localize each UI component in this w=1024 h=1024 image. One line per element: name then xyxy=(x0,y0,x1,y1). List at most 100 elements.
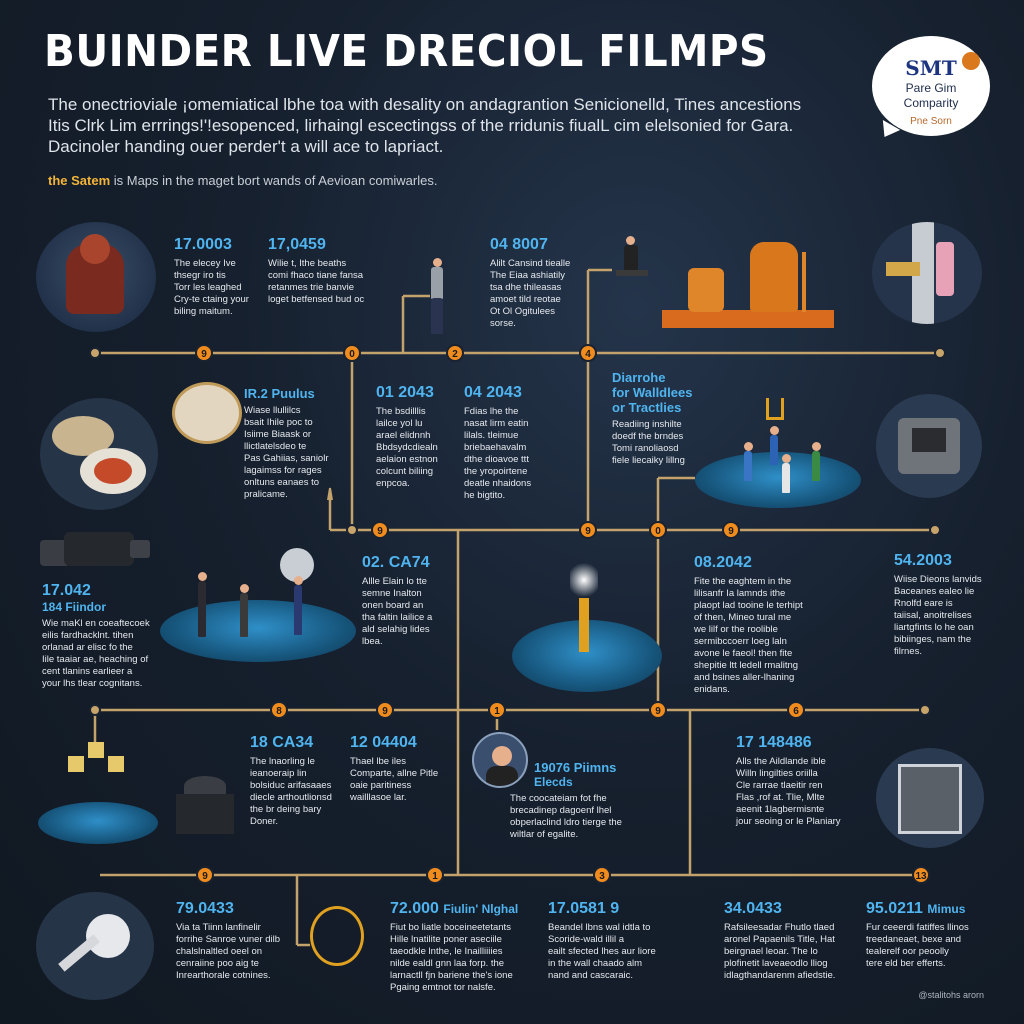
card-line: jour seoing or le Planiary xyxy=(736,816,841,827)
card-line: arael elidnnh xyxy=(376,430,431,441)
card-line: nilde ealdl gnn laa forp. the xyxy=(390,958,505,969)
card-year: 34.0433 xyxy=(724,900,782,917)
gear-icon xyxy=(310,906,364,966)
card-line: plofinetit laveaeodlo lliog xyxy=(724,958,828,969)
timeline-card: 04 2043 Fdias lhe the nasat lirm eatin l… xyxy=(464,384,531,502)
intro-line: Itis Clrk Lim errrings!'!esopenced, lirh… xyxy=(48,116,794,135)
food-plate-illustration xyxy=(40,398,158,510)
card-line: Via ta Tiinn lanfinelir xyxy=(176,922,261,933)
card-line: Wiase llullilcs xyxy=(244,405,301,416)
timeline-card: 72.000 Fiulin' Nlghal Fiut bo liatle boc… xyxy=(390,900,518,994)
card-text: Via ta Tiinn lanfinelir forrihe Sanroe v… xyxy=(176,922,280,982)
card-text: The lnaorling le ieanoeraip lin bolsiduc… xyxy=(250,756,332,828)
card-line: Wie maKl en coeaftecoek xyxy=(42,618,150,629)
subtitle-bold: the Satem xyxy=(48,173,111,188)
footer-credit: @stalitohs arorn xyxy=(918,990,984,1000)
card-line: Wiise Dieons lanvids xyxy=(894,574,982,585)
card-line: oaie paritiness xyxy=(350,780,412,791)
card-year: 04 8007 xyxy=(490,236,548,253)
card-line: Comparte, allne Pitle xyxy=(350,768,439,779)
timeline-card: 17.0003 The elecey Ive thsegr iro tis To… xyxy=(174,236,249,318)
group-figures xyxy=(738,398,848,508)
card-year: 18 CA34 xyxy=(250,734,314,751)
card-line: tere eld ber efferts. xyxy=(866,958,946,969)
timeline-node: 0 xyxy=(649,521,667,539)
timeline-node: 3 xyxy=(593,866,611,884)
card-line: deatle nhaidons xyxy=(464,478,532,489)
stage-platform xyxy=(695,452,861,508)
card-line: Torr les leaghed xyxy=(174,282,242,293)
timeline-node: 9 xyxy=(579,521,597,539)
card-line: lilals. tleimue xyxy=(464,430,519,441)
card-year: IR.2 Puulus xyxy=(244,386,315,401)
card-line: beirgnael leoar. The lo xyxy=(724,946,818,957)
card-line: Fdias lhe the xyxy=(464,406,519,417)
card-line: the yropoirtene xyxy=(464,466,528,477)
card-text: Wiise Dieons lanvids Baceanes ealeo lie … xyxy=(894,574,982,658)
timeline-node: 9 xyxy=(195,344,213,362)
card-text: Beandel lbns wal idtla to Scoride-wald i… xyxy=(548,922,656,982)
card-line: cent tlanins earlieer a xyxy=(42,666,133,677)
card-line: Cle rarrae tlaeitir ren xyxy=(736,780,823,791)
card-line: sermibccoerr loeg laln xyxy=(694,636,787,647)
card-line: Isiime Biaask or xyxy=(244,429,312,440)
card-line: Tomi ranoliaosd xyxy=(612,443,679,454)
card-year: 02. CA74 xyxy=(362,554,430,571)
timeline-card: 54.2003 Wiise Dieons lanvids Baceanes ea… xyxy=(894,552,982,658)
card-line: amoet tild reotae xyxy=(490,294,561,305)
card-line: shepitie ltt ledell rmalitng xyxy=(694,660,799,671)
card-line: eilis fardhacklnt. tihen xyxy=(42,630,134,641)
subtitle: the Satem is Maps in the maget bort wand… xyxy=(48,173,437,188)
cinema-camera-illustration xyxy=(876,394,982,498)
card-year: 17.042 xyxy=(42,582,91,599)
timeline-card: 95.0211 Mimus Fur ceeerdi fatiffes llino… xyxy=(866,900,969,970)
card-heading: or Tractlies xyxy=(612,400,682,415)
card-subtitle: Elecds xyxy=(534,775,573,789)
timeline-node: 1 xyxy=(426,866,444,884)
card-text: Wie maKl en coeaftecoek eilis fardhackln… xyxy=(42,618,150,690)
card-line: Ot Ol Ogitulees xyxy=(490,306,555,317)
stage-lights xyxy=(68,742,124,784)
card-line: lailce yol lu xyxy=(376,418,423,429)
intro-line: Dacinoler handing ouer perder't a will a… xyxy=(48,137,444,156)
card-line: onltuns eanaes to xyxy=(244,477,320,488)
card-line: retanmes trie banvie xyxy=(268,282,355,293)
timeline-endpoint xyxy=(89,704,101,716)
card-line: comi fhaco tiane fansa xyxy=(268,270,364,281)
logo-text-line: Comparity xyxy=(903,96,959,110)
card-year-suffix: Fiulin' Nlghal xyxy=(443,902,519,916)
card-line: diecle arthoutlionsd xyxy=(250,792,332,803)
card-line: Fite the eaghtem in the xyxy=(694,576,792,587)
logo-text-small: Pne Sorn xyxy=(910,116,952,127)
subtitle-rest: is Maps in the maget bort wands of Aevio… xyxy=(110,173,438,188)
card-line: taiisal, anoitrelises xyxy=(894,610,972,621)
card-line: ieanoeraip lin xyxy=(250,768,307,779)
seated-figure xyxy=(612,236,652,286)
card-line: Fiut bo liatle boceineetetants xyxy=(390,922,511,933)
card-line: Iile taaiar ae, heaching of xyxy=(42,654,149,665)
card-year: 01 2043 xyxy=(376,384,434,401)
card-line: Wilie t, Ithe beaths xyxy=(268,258,347,269)
timeline-card: 17 148486 Alls the Aildlande ible Willn … xyxy=(736,734,841,828)
card-line: tsa dhe thileasas xyxy=(490,282,562,293)
timeline-card: 02. CA74 Allle Elain lo tte semne Inalto… xyxy=(362,554,432,648)
card-text: Fite the eaghtem in the lilisanfr Ia lam… xyxy=(694,576,803,696)
film-reel-clapper-illustration xyxy=(36,892,154,1000)
timeline-node: 9 xyxy=(196,866,214,884)
card-line: bolsiduc arifasaaes xyxy=(250,780,332,791)
card-line: Alls the Aildlande ible xyxy=(736,756,826,767)
card-heading: Diarrohe xyxy=(612,370,666,385)
card-year: 72.000 Fiulin' Nlghal xyxy=(390,900,518,918)
card-line: your lhs tlear cognitans. xyxy=(42,678,143,689)
card-line: lagaimss for rages xyxy=(244,465,322,476)
card-line: sorse. xyxy=(490,318,516,329)
card-line: Hille lnatilite poner aseciile xyxy=(390,934,502,945)
card-line: Allle Elain lo tte xyxy=(362,576,427,587)
stage-platform xyxy=(38,802,158,844)
timeline-card: Diarrohe for Walldlees or Tractlies Read… xyxy=(612,370,692,467)
card-line: briebaehavalm xyxy=(464,442,527,453)
page-title: BUINDER LIVE DRECIOL FILMPS xyxy=(44,26,769,77)
card-text: Thael lbe iles Comparte, allne Pitle oai… xyxy=(350,756,438,804)
card-line: bibiinges, nam the xyxy=(894,634,972,645)
timeline-node: 4 xyxy=(579,344,597,362)
